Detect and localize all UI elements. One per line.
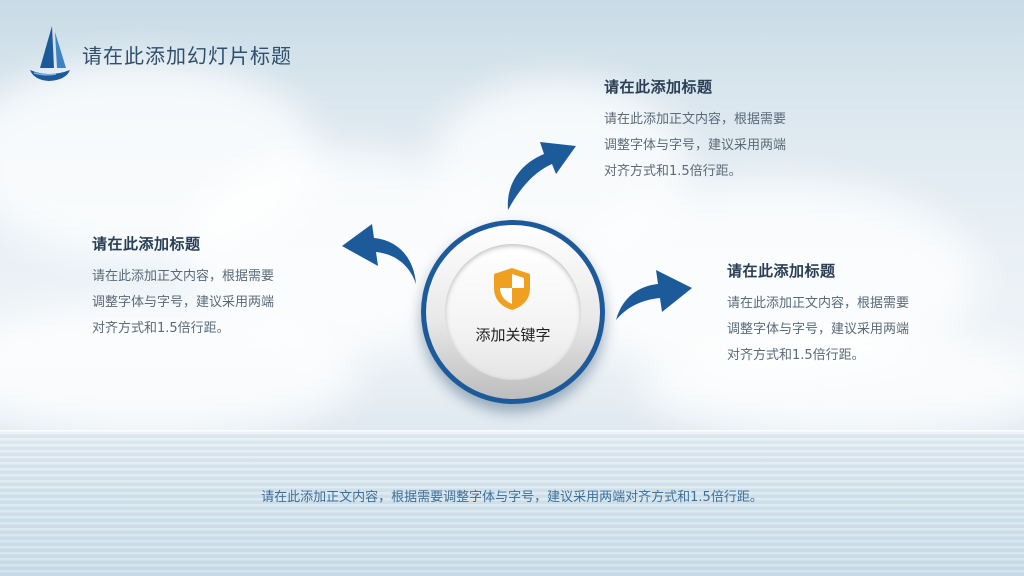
block-body: 请在此添加正文内容，根据需要 调整字体与字号，建议采用两端 对齐方式和1.5倍行… [92,264,322,342]
footer-text: 请在此添加正文内容，根据需要调整字体与字号，建议采用两端对齐方式和1.5倍行距。 [261,490,763,505]
center-keyword-circle: 添加关键字 [421,220,605,404]
block-line: 对齐方式和1.5倍行距。 [92,321,230,336]
block-title: 请在此添加标题 [604,78,713,96]
block-line: 调整字体与字号，建议采用两端 [92,295,275,310]
sailboat-icon [30,26,70,81]
curved-arrow-icon [616,270,692,320]
curved-arrow-icon [507,142,576,210]
block-line: 对齐方式和1.5倍行距。 [727,348,865,363]
block-line: 请在此添加正文内容，根据需要 [727,296,910,311]
block-title: 请在此添加标题 [727,262,836,280]
text-block-right: 请在此添加标题 请在此添加正文内容，根据需要 调整字体与字号，建议采用两端 对齐… [727,260,957,369]
background-cloud [640,330,1024,440]
block-line: 对齐方式和1.5倍行距。 [604,164,742,179]
block-line: 请在此添加正文内容，根据需要 [604,112,787,127]
text-block-top-right: 请在此添加标题 请在此添加正文内容，根据需要 调整字体与字号，建议采用两端 对齐… [604,76,834,185]
shield-icon [494,268,530,310]
center-keyword: 添加关键字 [475,326,551,344]
curved-arrow-icon [342,224,416,284]
background-cloud [0,300,360,440]
block-line: 调整字体与字号，建议采用两端 [727,322,910,337]
sea [0,432,1024,576]
block-line: 请在此添加正文内容，根据需要 [92,269,275,284]
center-inner [445,244,581,380]
block-body: 请在此添加正文内容，根据需要 调整字体与字号，建议采用两端 对齐方式和1.5倍行… [727,291,957,369]
center-ring [426,225,600,399]
text-block-left: 请在此添加标题 请在此添加正文内容，根据需要 调整字体与字号，建议采用两端 对齐… [92,233,322,342]
slide-title: 请在此添加幻灯片标题 [82,44,292,68]
block-title: 请在此添加标题 [92,235,201,253]
block-body: 请在此添加正文内容，根据需要 调整字体与字号，建议采用两端 对齐方式和1.5倍行… [604,107,834,185]
block-line: 调整字体与字号，建议采用两端 [604,138,787,153]
